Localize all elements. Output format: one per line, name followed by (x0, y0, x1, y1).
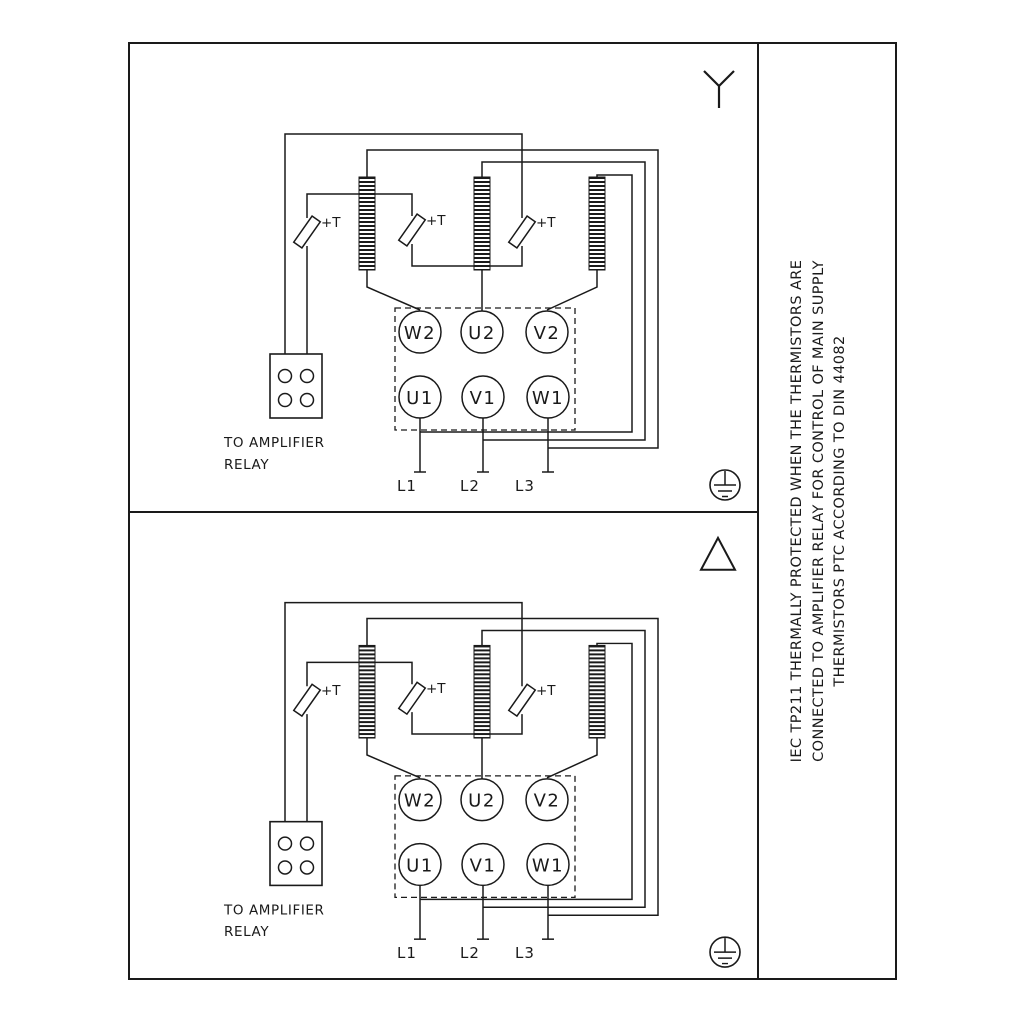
relay-label-line2: RELAY (224, 457, 269, 473)
terminal-label-v1: V1 (470, 388, 497, 409)
lead-label-l1: L1 (397, 944, 417, 962)
relay-label-line1: TO AMPLIFIER (223, 902, 325, 918)
relay-label-line2: RELAY (224, 924, 269, 940)
wiring-diagram-frame: +T +T +T W2 U2 V2 U1 V1 W1 TO AMPLIFIER … (128, 42, 897, 980)
lead-label-l3: L3 (515, 944, 535, 962)
star-symbol (703, 70, 735, 108)
terminal-label-w1: W1 (532, 855, 564, 876)
delta-panel-drawing: +T +T +T W2 U2 V2 U1 V1 W1 TO AMPLIFIER … (223, 535, 741, 968)
lead-label-l1: L1 (397, 477, 417, 495)
note-line-3: THERMISTORS PTC ACCORDING TO DIN 44082 (831, 335, 848, 687)
terminal-label-u2: U2 (468, 791, 496, 812)
thermistor-label: +T (536, 683, 556, 699)
terminal-label-v2: V2 (534, 791, 561, 812)
terminal-label-u2: U2 (468, 323, 496, 344)
terminal-label-w2: W2 (404, 791, 436, 812)
note-line-1: IEC TP211 THERMALLY PROTECTED WHEN THE T… (788, 259, 805, 763)
thermistor-label: +T (321, 215, 341, 231)
panel-wiring (269, 133, 741, 501)
terminal-label-w1: W1 (532, 388, 564, 409)
panel-star-connection: +T +T +T W2 U2 V2 U1 V1 W1 TO AMPLIFIER … (130, 44, 757, 513)
lead-label-l2: L2 (460, 477, 480, 495)
star-panel-drawing: +T +T +T W2 U2 V2 U1 V1 W1 TO AMPLIFIER … (223, 70, 741, 501)
lead-label-l3: L3 (515, 477, 535, 495)
thermistor-label: +T (426, 681, 446, 697)
terminal-label-w2: W2 (404, 323, 436, 344)
note-column: IEC TP211 THERMALLY PROTECTED WHEN THE T… (757, 44, 895, 978)
terminal-label-v1: V1 (470, 855, 497, 876)
terminal-label-u1: U1 (406, 388, 434, 409)
note-line-2: CONNECTED TO AMPLIFIER RELAY FOR CONTROL… (810, 260, 827, 762)
delta-symbol (699, 535, 737, 571)
terminal-label-u1: U1 (406, 855, 434, 876)
terminal-label-v2: V2 (534, 323, 561, 344)
thermistor-label: +T (321, 683, 341, 699)
panel-wiring (269, 601, 741, 968)
panel-delta-connection: +T +T +T W2 U2 V2 U1 V1 W1 TO AMPLIFIER … (130, 513, 757, 978)
thermistor-label: +T (426, 213, 446, 229)
thermistor-label: +T (536, 215, 556, 231)
thermal-protection-note: IEC TP211 THERMALLY PROTECTED WHEN THE T… (787, 44, 852, 978)
lead-label-l2: L2 (460, 944, 480, 962)
relay-label-line1: TO AMPLIFIER (223, 435, 325, 451)
